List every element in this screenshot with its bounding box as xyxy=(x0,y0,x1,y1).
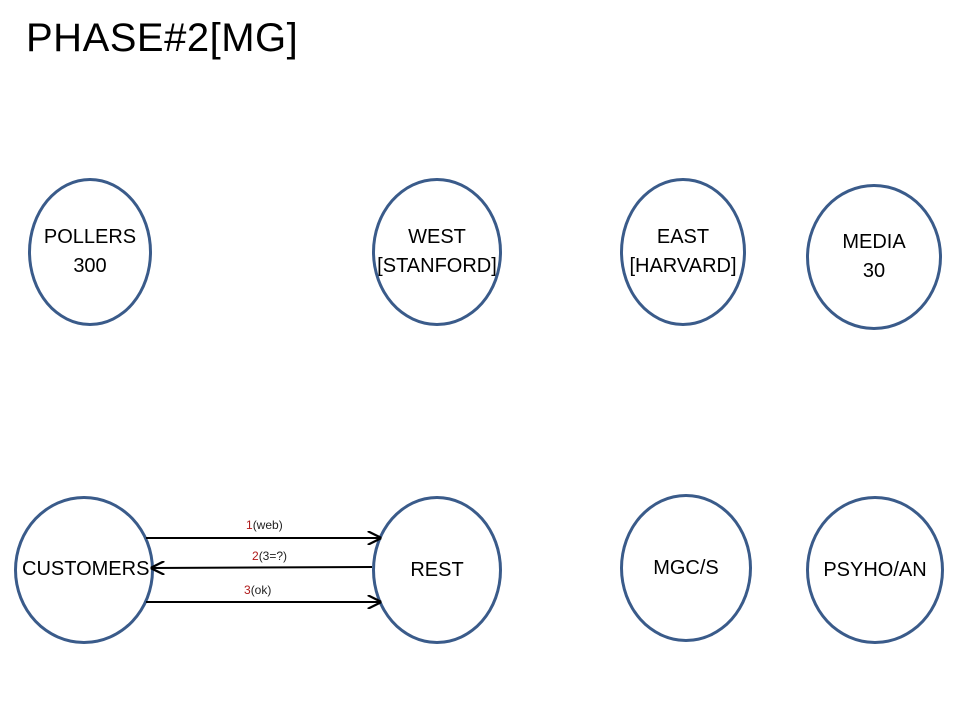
edge-1-number: 1 xyxy=(246,518,253,532)
edge-1-label: 1(web) xyxy=(246,518,283,532)
node-pollers[interactable]: POLLERS 300 xyxy=(28,178,152,326)
page-title: PHASE#2[MG] xyxy=(26,16,299,60)
node-pollers-label: POLLERS xyxy=(43,226,137,248)
edge-2-arrow xyxy=(152,567,373,568)
node-east[interactable]: EAST [HARVARD] xyxy=(620,178,746,326)
node-mgcs[interactable]: MGC/S xyxy=(620,494,752,642)
node-pollers-count: 300 xyxy=(73,255,107,277)
node-west[interactable]: WEST [STANFORD] xyxy=(372,178,502,326)
edge-3-text: (ok) xyxy=(251,583,272,597)
node-psyho-label: PSYHO/AN xyxy=(823,558,927,581)
edge-2-label: 2(3=?) xyxy=(252,549,287,563)
edge-2-number: 2 xyxy=(252,549,259,563)
node-rest[interactable]: REST xyxy=(372,496,502,644)
node-west-sub: [STANFORD] xyxy=(377,255,497,277)
node-east-label: EAST xyxy=(656,226,710,248)
node-customers[interactable] xyxy=(14,496,154,644)
node-mgcs-label: MGC/S xyxy=(653,556,719,579)
node-rest-label: REST xyxy=(410,558,464,581)
node-east-sub: [HARVARD] xyxy=(629,255,737,277)
node-west-label: WEST xyxy=(408,226,466,248)
edge-2-text: (3=?) xyxy=(259,549,287,563)
node-media[interactable]: MEDIA 30 xyxy=(806,184,942,330)
edge-1-text: (web) xyxy=(253,518,283,532)
node-media-label: MEDIA xyxy=(842,231,906,253)
node-media-count: 30 xyxy=(862,260,886,282)
edge-3-label: 3(ok) xyxy=(244,583,271,597)
node-psyho[interactable]: PSYHO/AN xyxy=(806,496,944,644)
node-customers-label: CUSTOMERS xyxy=(22,558,150,580)
edge-3-number: 3 xyxy=(244,583,251,597)
